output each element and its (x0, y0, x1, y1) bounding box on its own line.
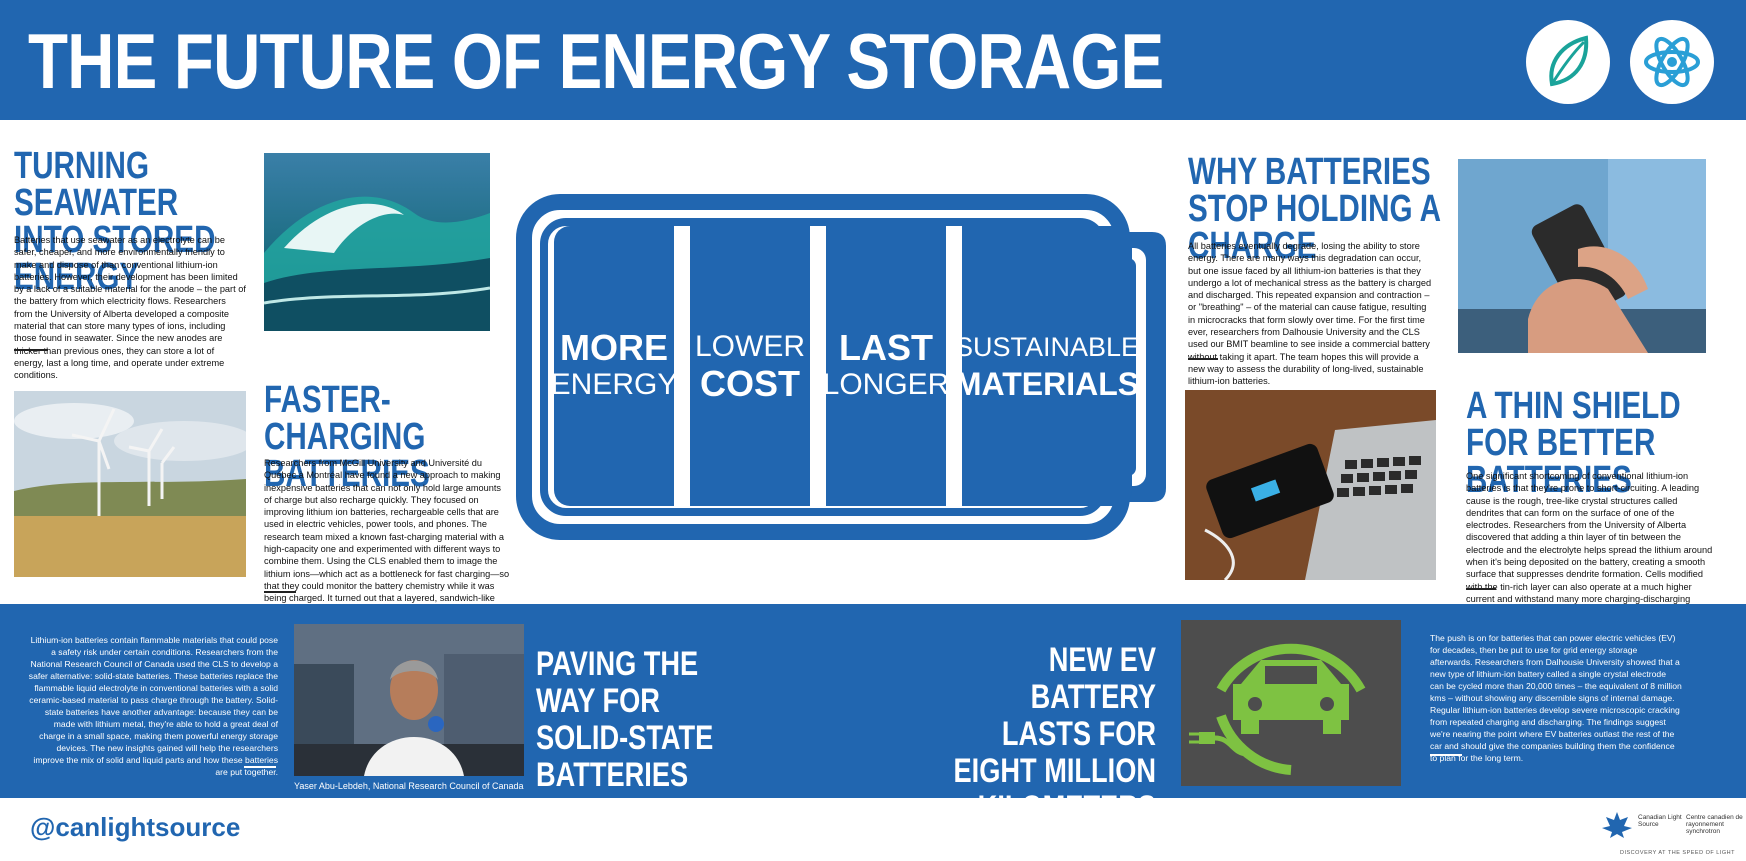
cell-energy: ENERGY (550, 368, 678, 401)
phone-laptop-photo (1185, 390, 1436, 580)
electric-car-icon (1181, 620, 1401, 786)
social-handle-link[interactable]: @canlightsource (30, 812, 241, 842)
shield-heading: A THIN SHIELD FOR BETTER BATTERIES (1466, 385, 1681, 501)
logo-french: Centre canadien de rayonnement synchrotr… (1686, 814, 1743, 835)
leaf-badge (1526, 20, 1610, 104)
cell-lower: LOWER (694, 330, 805, 363)
battery-cell-sustainable-materials: SUSTAINABLE MATERIALS (955, 226, 1139, 506)
shield-source-line (1466, 588, 1496, 590)
charge-body: All batteries eventually degrade, losing… (1188, 241, 1432, 387)
maple-leaf-logo-icon (1602, 812, 1632, 838)
solid-source-line (244, 766, 276, 768)
cell-longer: LONGER (822, 368, 950, 401)
atom-icon (1644, 36, 1700, 88)
seawater-body: Batteries that use seawater as an electr… (14, 235, 246, 381)
cell-sustainable: SUSTAINABLE (954, 332, 1140, 362)
charging-heading: FASTER-CHARGING BATTERIES (264, 379, 430, 495)
cls-logo: Canadian Light Source Centre canadien de… (1600, 808, 1746, 860)
cell-materials: MATERIALS (954, 366, 1140, 402)
ev-charging-photo (1181, 620, 1401, 786)
cell-cost: COST (699, 363, 800, 404)
ev-body: The push is on for batteries that can po… (1430, 633, 1682, 763)
cell-more: MORE (560, 327, 668, 368)
solid-body: Lithium-ion batteries contain flammable … (28, 635, 278, 777)
charging-source-line (264, 591, 296, 593)
ev-source-line (1430, 754, 1462, 756)
ocean-wave-photo (264, 153, 490, 331)
charge-heading: WHY BATTERIES STOP HOLDING A CHARGE (1188, 151, 1440, 267)
seawater-heading: TURNING SEAWATER INTO STORED ENERGY (14, 145, 216, 298)
battery-cell-more-energy: MORE ENERGY (551, 226, 677, 506)
phone-hand-photo (1458, 159, 1706, 353)
battery-cell-lower-cost: LOWER COST (690, 226, 810, 506)
page-title: THE FUTURE OF ENERGY STORAGE (28, 17, 1164, 105)
logo-english: Canadian Light Source (1638, 814, 1682, 828)
header-bar: THE FUTURE OF ENERGY STORAGE (0, 0, 1746, 120)
atom-badge (1630, 20, 1714, 104)
researcher-caption: Yaser Abu-Lebdeh, National Research Coun… (294, 781, 524, 791)
ev-heading: NEW EV BATTERY LASTS FOR EIGHT MILLION K… (953, 641, 1156, 827)
charging-body: Researchers from McGill University and U… (264, 458, 510, 616)
solid-heading: PAVING THE WAY FOR SOLID-STATE BATTERIES (536, 645, 714, 794)
researcher-photo (294, 624, 524, 776)
seawater-source-line (14, 349, 48, 351)
wind-turbine-photo (14, 391, 246, 577)
leaf-icon (1549, 35, 1589, 87)
cell-last: LAST (839, 327, 933, 368)
battery-cell-last-longer: LAST LONGER (823, 226, 949, 506)
feature-band (0, 604, 1746, 798)
charge-source-line (1188, 358, 1218, 360)
logo-tagline: DISCOVERY AT THE SPEED OF LIGHT (1620, 850, 1735, 856)
shield-body: One significant shortcoming of conventio… (1466, 471, 1713, 616)
